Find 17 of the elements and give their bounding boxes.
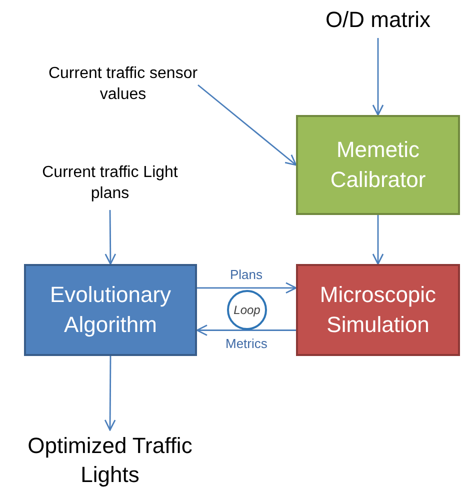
- arrow: [372, 215, 384, 265]
- loop-circle: Loop: [227, 290, 267, 330]
- arrow: [104, 356, 116, 431]
- edge-label: Plans: [228, 267, 265, 282]
- arrow: [104, 210, 116, 265]
- text-label: O/D matrix: [325, 6, 431, 34]
- arrow: [196, 324, 296, 336]
- text-label: Current traffic sensor values: [48, 64, 198, 105]
- text-label: Optimized Traffic Lights: [26, 432, 194, 489]
- process-box: Microscopic Simulation: [296, 264, 460, 356]
- process-box: Memetic Calibrator: [296, 115, 460, 215]
- edge-label: Metrics: [224, 336, 270, 351]
- process-box: Evolutionary Algorithm: [24, 264, 197, 356]
- arrow: [197, 282, 297, 294]
- text-label: Current traffic Light plans: [41, 163, 179, 204]
- arrow: [198, 84, 297, 166]
- arrow: [372, 38, 384, 116]
